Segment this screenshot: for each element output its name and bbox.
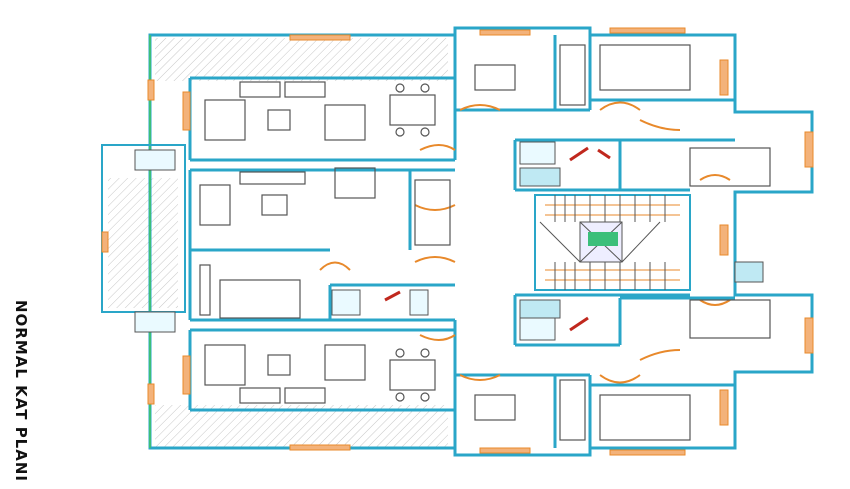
bed-icon (599, 394, 691, 441)
dining-table-icon (474, 394, 516, 421)
interior-walls (188, 28, 735, 455)
bed-icon (689, 299, 771, 339)
elevator-marker (588, 232, 618, 246)
sofa-icon (204, 99, 246, 141)
bed-icon (219, 279, 301, 319)
sofa-icon (204, 344, 246, 386)
sofa-icon (324, 344, 366, 381)
bathtub-icon (519, 317, 556, 341)
balcony-areas (108, 38, 448, 447)
kitchen-counter-icon (559, 379, 586, 441)
plan-title: NORMAL KAT PLANI (6, 300, 36, 482)
balcony-left (108, 178, 178, 308)
toilet-icon (409, 289, 429, 316)
dining-table-icon (389, 359, 436, 391)
bed-icon (689, 147, 771, 187)
kitchen-counter-icon (559, 44, 586, 106)
furniture (199, 44, 771, 441)
wet-area-fixtures (134, 141, 764, 341)
red-fixtures (384, 146, 611, 332)
bed-icon (599, 44, 691, 91)
kitchen-counter-icon (414, 179, 451, 246)
windows (101, 27, 814, 456)
balcony-bottom (155, 405, 448, 447)
plan-title-text: NORMAL KAT PLANI (12, 300, 30, 482)
exterior-walls (101, 26, 814, 457)
toilet-icon (331, 289, 361, 316)
dining-table-icon (474, 64, 516, 91)
balcony-top (155, 38, 448, 81)
bathtub-icon (519, 141, 556, 165)
door-swings (319, 101, 731, 384)
dining-table-icon (389, 94, 436, 126)
sofa-icon (324, 104, 366, 141)
